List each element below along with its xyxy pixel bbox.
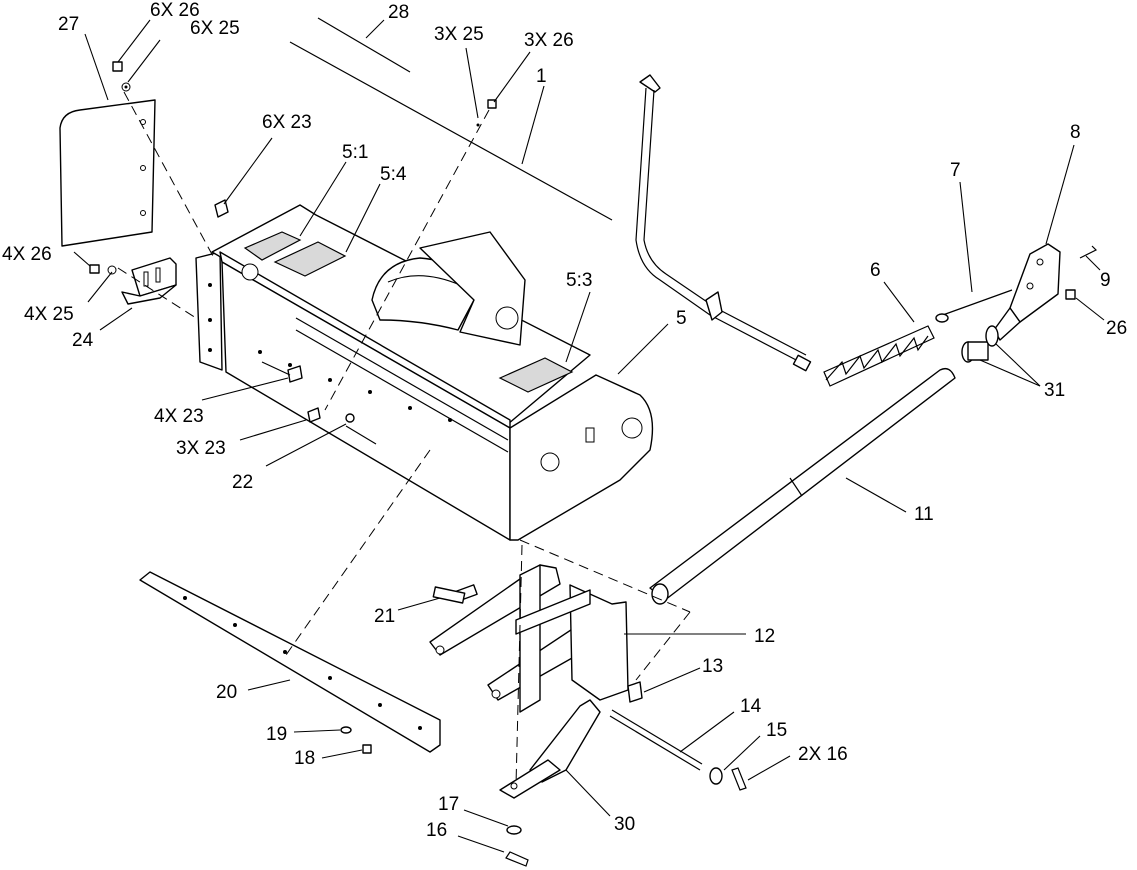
part-16-cotter-pin — [505, 851, 529, 867]
callout-30: 30 — [614, 814, 635, 835]
part-31-bushing — [961, 325, 999, 363]
callout-22: 22 — [232, 472, 253, 493]
part-14-rod — [609, 709, 703, 771]
callout-9: 9 — [1100, 270, 1111, 291]
part-28-rod — [289, 17, 613, 221]
callout-7: 7 — [950, 160, 961, 181]
callout-5: 5 — [676, 308, 687, 329]
callout-13: 13 — [702, 656, 723, 677]
callout-4x23: 4X 23 — [154, 406, 204, 427]
callout-1: 1 — [536, 66, 547, 87]
part-5-housing — [195, 204, 654, 541]
part-2x16-pin — [731, 767, 747, 791]
callout-labels: 27 6X 26 6X 25 28 3X 25 3X 26 1 6X 23 5:… — [2, 0, 1127, 841]
part-30-arm — [499, 699, 601, 799]
callout-15: 15 — [766, 720, 787, 741]
callout-19: 19 — [266, 724, 287, 745]
part-13-clip — [627, 681, 643, 703]
part-27-side-plate — [59, 99, 156, 247]
callout-6: 6 — [870, 260, 881, 281]
callout-5-4: 5:4 — [380, 164, 407, 185]
part-6-handle-rod — [635, 74, 812, 372]
callout-21: 21 — [374, 606, 395, 627]
callout-16: 16 — [426, 820, 447, 841]
part-4x23-bolt — [261, 361, 303, 383]
callout-5-1: 5:1 — [342, 142, 368, 163]
callout-20: 20 — [216, 682, 237, 703]
part-3x26-nut — [476, 99, 497, 127]
part-7-eyebolt — [935, 289, 1013, 323]
part-12-lift-frame — [429, 564, 629, 713]
part-3x23-bolt — [307, 407, 321, 423]
callout-6x25: 6X 25 — [190, 18, 240, 39]
callout-2x16: 2X 16 — [798, 744, 848, 765]
callout-17: 17 — [438, 794, 459, 815]
callout-18: 18 — [294, 748, 315, 769]
callout-27: 27 — [58, 14, 79, 35]
callout-3x23: 3X 23 — [176, 438, 226, 459]
callout-8: 8 — [1070, 122, 1081, 143]
callout-24: 24 — [72, 330, 94, 351]
part-17-washer — [506, 825, 522, 835]
callout-3x26: 3X 26 — [524, 30, 574, 51]
part-26-nut — [1065, 289, 1076, 300]
part-20-scraper-bar — [139, 571, 441, 753]
part-8-pivot-bracket — [993, 243, 1061, 341]
callout-5-3: 5:3 — [566, 270, 592, 291]
callout-26: 26 — [1106, 318, 1127, 339]
callout-14: 14 — [740, 696, 762, 717]
callout-11: 11 — [914, 504, 934, 525]
part-22-pin — [345, 413, 355, 423]
callout-12: 12 — [754, 626, 775, 647]
part-18-nut — [362, 744, 372, 754]
callout-6x23: 6X 23 — [262, 112, 312, 133]
part-6x26-nut — [112, 61, 131, 92]
part-6x23-bolt — [214, 199, 229, 218]
part-4x26-nut — [89, 264, 117, 275]
part-6-spring — [823, 325, 935, 387]
part-19-washer — [340, 726, 352, 734]
callout-31: 31 — [1044, 380, 1065, 401]
part-9-pin — [1079, 245, 1098, 259]
assembly-lines — [117, 91, 691, 786]
callout-6x26: 6X 26 — [150, 0, 200, 21]
part-21-pin — [432, 586, 466, 604]
callout-4x26: 4X 26 — [2, 244, 52, 265]
callout-28: 28 — [388, 2, 409, 23]
part-24-bracket — [121, 257, 177, 305]
part-11-tube — [649, 367, 956, 605]
callout-3x25: 3X 25 — [434, 24, 484, 45]
leader-lines — [73, 19, 1105, 853]
part-15-washer — [709, 767, 723, 785]
callout-4x25: 4X 25 — [24, 304, 74, 325]
